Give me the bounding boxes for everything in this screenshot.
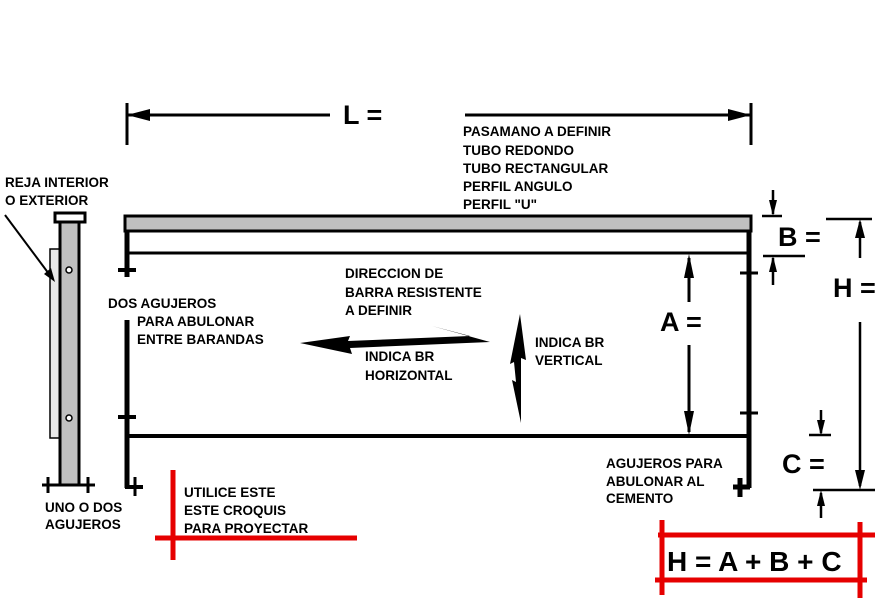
horizontal-note-line: INDICA BR xyxy=(365,349,434,364)
usage-note-marker xyxy=(155,470,357,560)
note-line: TUBO REDONDO xyxy=(463,143,574,158)
b-dimension xyxy=(762,190,805,285)
length-dimension xyxy=(125,103,753,145)
cement-note-line: AGUJEROS PARA xyxy=(606,456,723,471)
direction-note-line: DIRECCION DE xyxy=(345,266,443,281)
usage-note-line: ESTE CROQUIS xyxy=(184,503,286,518)
handrail xyxy=(123,214,753,233)
c-label: C = xyxy=(782,449,825,479)
railing-frame xyxy=(118,231,758,497)
vertical-note-line: INDICA BR xyxy=(535,335,604,350)
usage-note-line: UTILICE ESTE xyxy=(184,485,276,500)
direction-note-line: BARRA RESISTENTE xyxy=(345,285,482,300)
note-line: TUBO RECTANGULAR xyxy=(463,161,608,176)
cement-note-line: ABULONAR AL xyxy=(606,474,705,489)
vertical-note-line: VERTICAL xyxy=(535,353,603,368)
note-line: PASAMANO A DEFINIR xyxy=(463,124,611,139)
bolt-note-line: DOS AGUJEROS xyxy=(108,296,216,311)
formula-box xyxy=(655,520,875,598)
post-holes-note-line: UNO O DOS xyxy=(45,500,122,515)
b-label: B = xyxy=(778,222,821,252)
h-dimension xyxy=(813,217,875,492)
post-note-line: O EXTERIOR xyxy=(5,193,89,208)
length-label: L = xyxy=(343,100,382,130)
note-line: PERFIL "U" xyxy=(463,197,537,212)
post-note-line: REJA INTERIOR xyxy=(5,175,109,190)
direction-note-line: A DEFINIR xyxy=(345,303,412,318)
note-line: PERFIL ANGULO xyxy=(463,179,573,194)
formula: H = A + B + C xyxy=(667,546,842,577)
bolt-note-line: PARA ABULONAR xyxy=(137,314,254,329)
cement-note-line: CEMENTO xyxy=(606,491,673,506)
usage-note-line: PARA PROYECTAR xyxy=(184,521,309,536)
vertical-direction-arrow-icon xyxy=(510,314,526,423)
handrail-note: PASAMANO A DEFINIR TUBO REDONDO TUBO REC… xyxy=(463,124,611,212)
post-holes-note-line: AGUJEROS xyxy=(45,517,121,532)
bolt-note-line: ENTRE BARANDAS xyxy=(137,332,264,347)
h-label: H = xyxy=(833,273,876,303)
a-dimension xyxy=(684,254,694,435)
horizontal-note-line: HORIZONTAL xyxy=(365,368,453,383)
a-label: A = xyxy=(660,307,702,337)
side-post xyxy=(4,211,95,493)
horizontal-direction-arrow-icon xyxy=(300,326,490,354)
c-dimension xyxy=(809,410,831,518)
